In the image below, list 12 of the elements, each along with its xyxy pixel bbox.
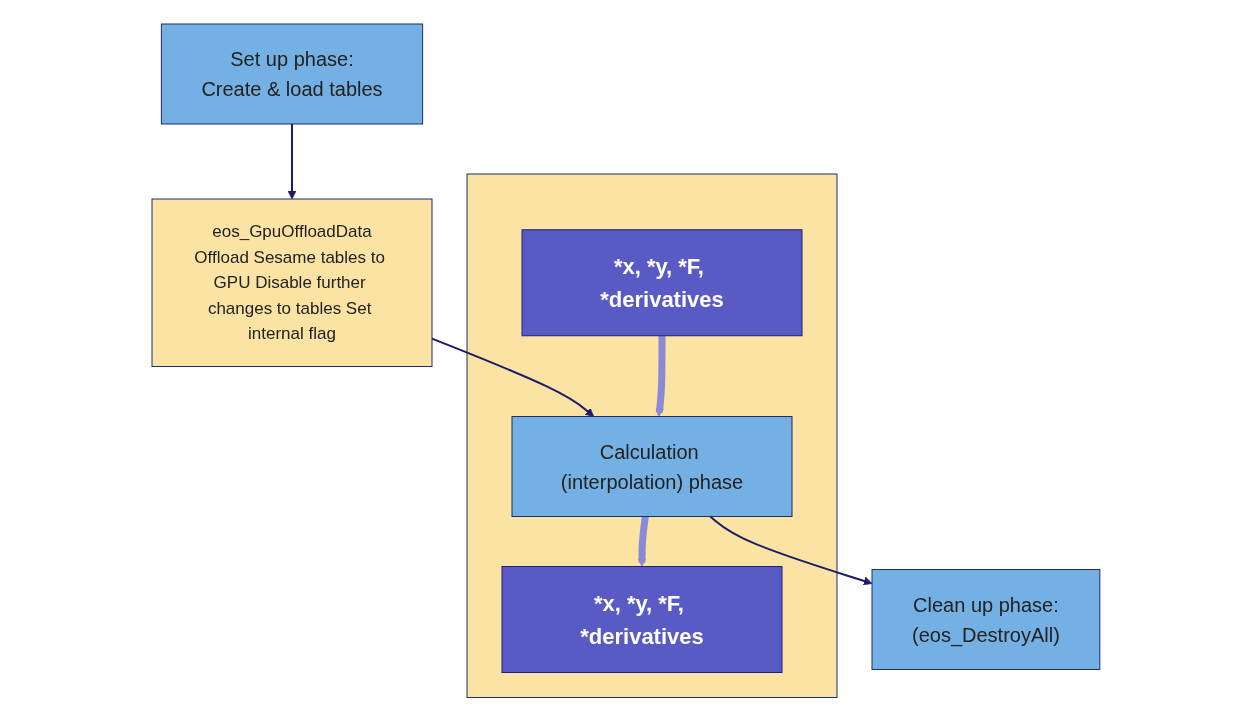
node-box: *x, *y, *F, *derivatives bbox=[521, 229, 803, 336]
node-box: Set up phase: Create & load tables bbox=[160, 23, 423, 125]
node-box: *x, *y, *F, *derivatives bbox=[501, 565, 783, 673]
arrow bbox=[637, 515, 649, 567]
arrow bbox=[430, 337, 594, 417]
arrow bbox=[708, 515, 872, 585]
arrow bbox=[287, 122, 296, 200]
node-box: Clean up phase: (eos_DestroyAll) bbox=[871, 568, 1100, 670]
arrow bbox=[654, 335, 666, 417]
node-box: Calculation (interpolation) phase bbox=[511, 415, 793, 517]
node-box: eos_GpuOffloadData Offload Sesame tables to GPU Disable further changes to tables Set internal flag bbox=[151, 198, 433, 367]
cluster bbox=[466, 173, 838, 698]
